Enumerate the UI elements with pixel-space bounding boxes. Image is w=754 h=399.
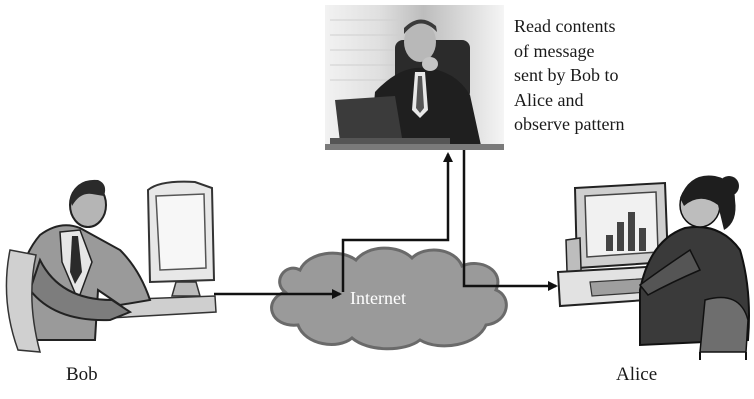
observer-note: Read contents of message sent by Bob to …: [514, 14, 746, 137]
alice-figure: [556, 175, 750, 360]
observer-note-line: observe pattern: [514, 114, 625, 134]
observer-note-line: Read contents: [514, 16, 616, 36]
internet-label: Internet: [350, 288, 406, 308]
internet-cloud: [270, 246, 508, 351]
observer-note-line: of message: [514, 40, 595, 61]
observer-note-line: sent by Bob to: [514, 65, 619, 85]
bob-label: Bob: [66, 364, 98, 385]
edge-observer-to-alice: [462, 150, 558, 291]
bob-figure: [5, 179, 217, 353]
alice-label: Alice: [616, 364, 658, 385]
edge-internet-to-observer: [341, 152, 453, 292]
observer-photo: [325, 5, 504, 150]
connector-lines: [214, 150, 558, 299]
observer-note-line: Alice and: [514, 89, 584, 110]
